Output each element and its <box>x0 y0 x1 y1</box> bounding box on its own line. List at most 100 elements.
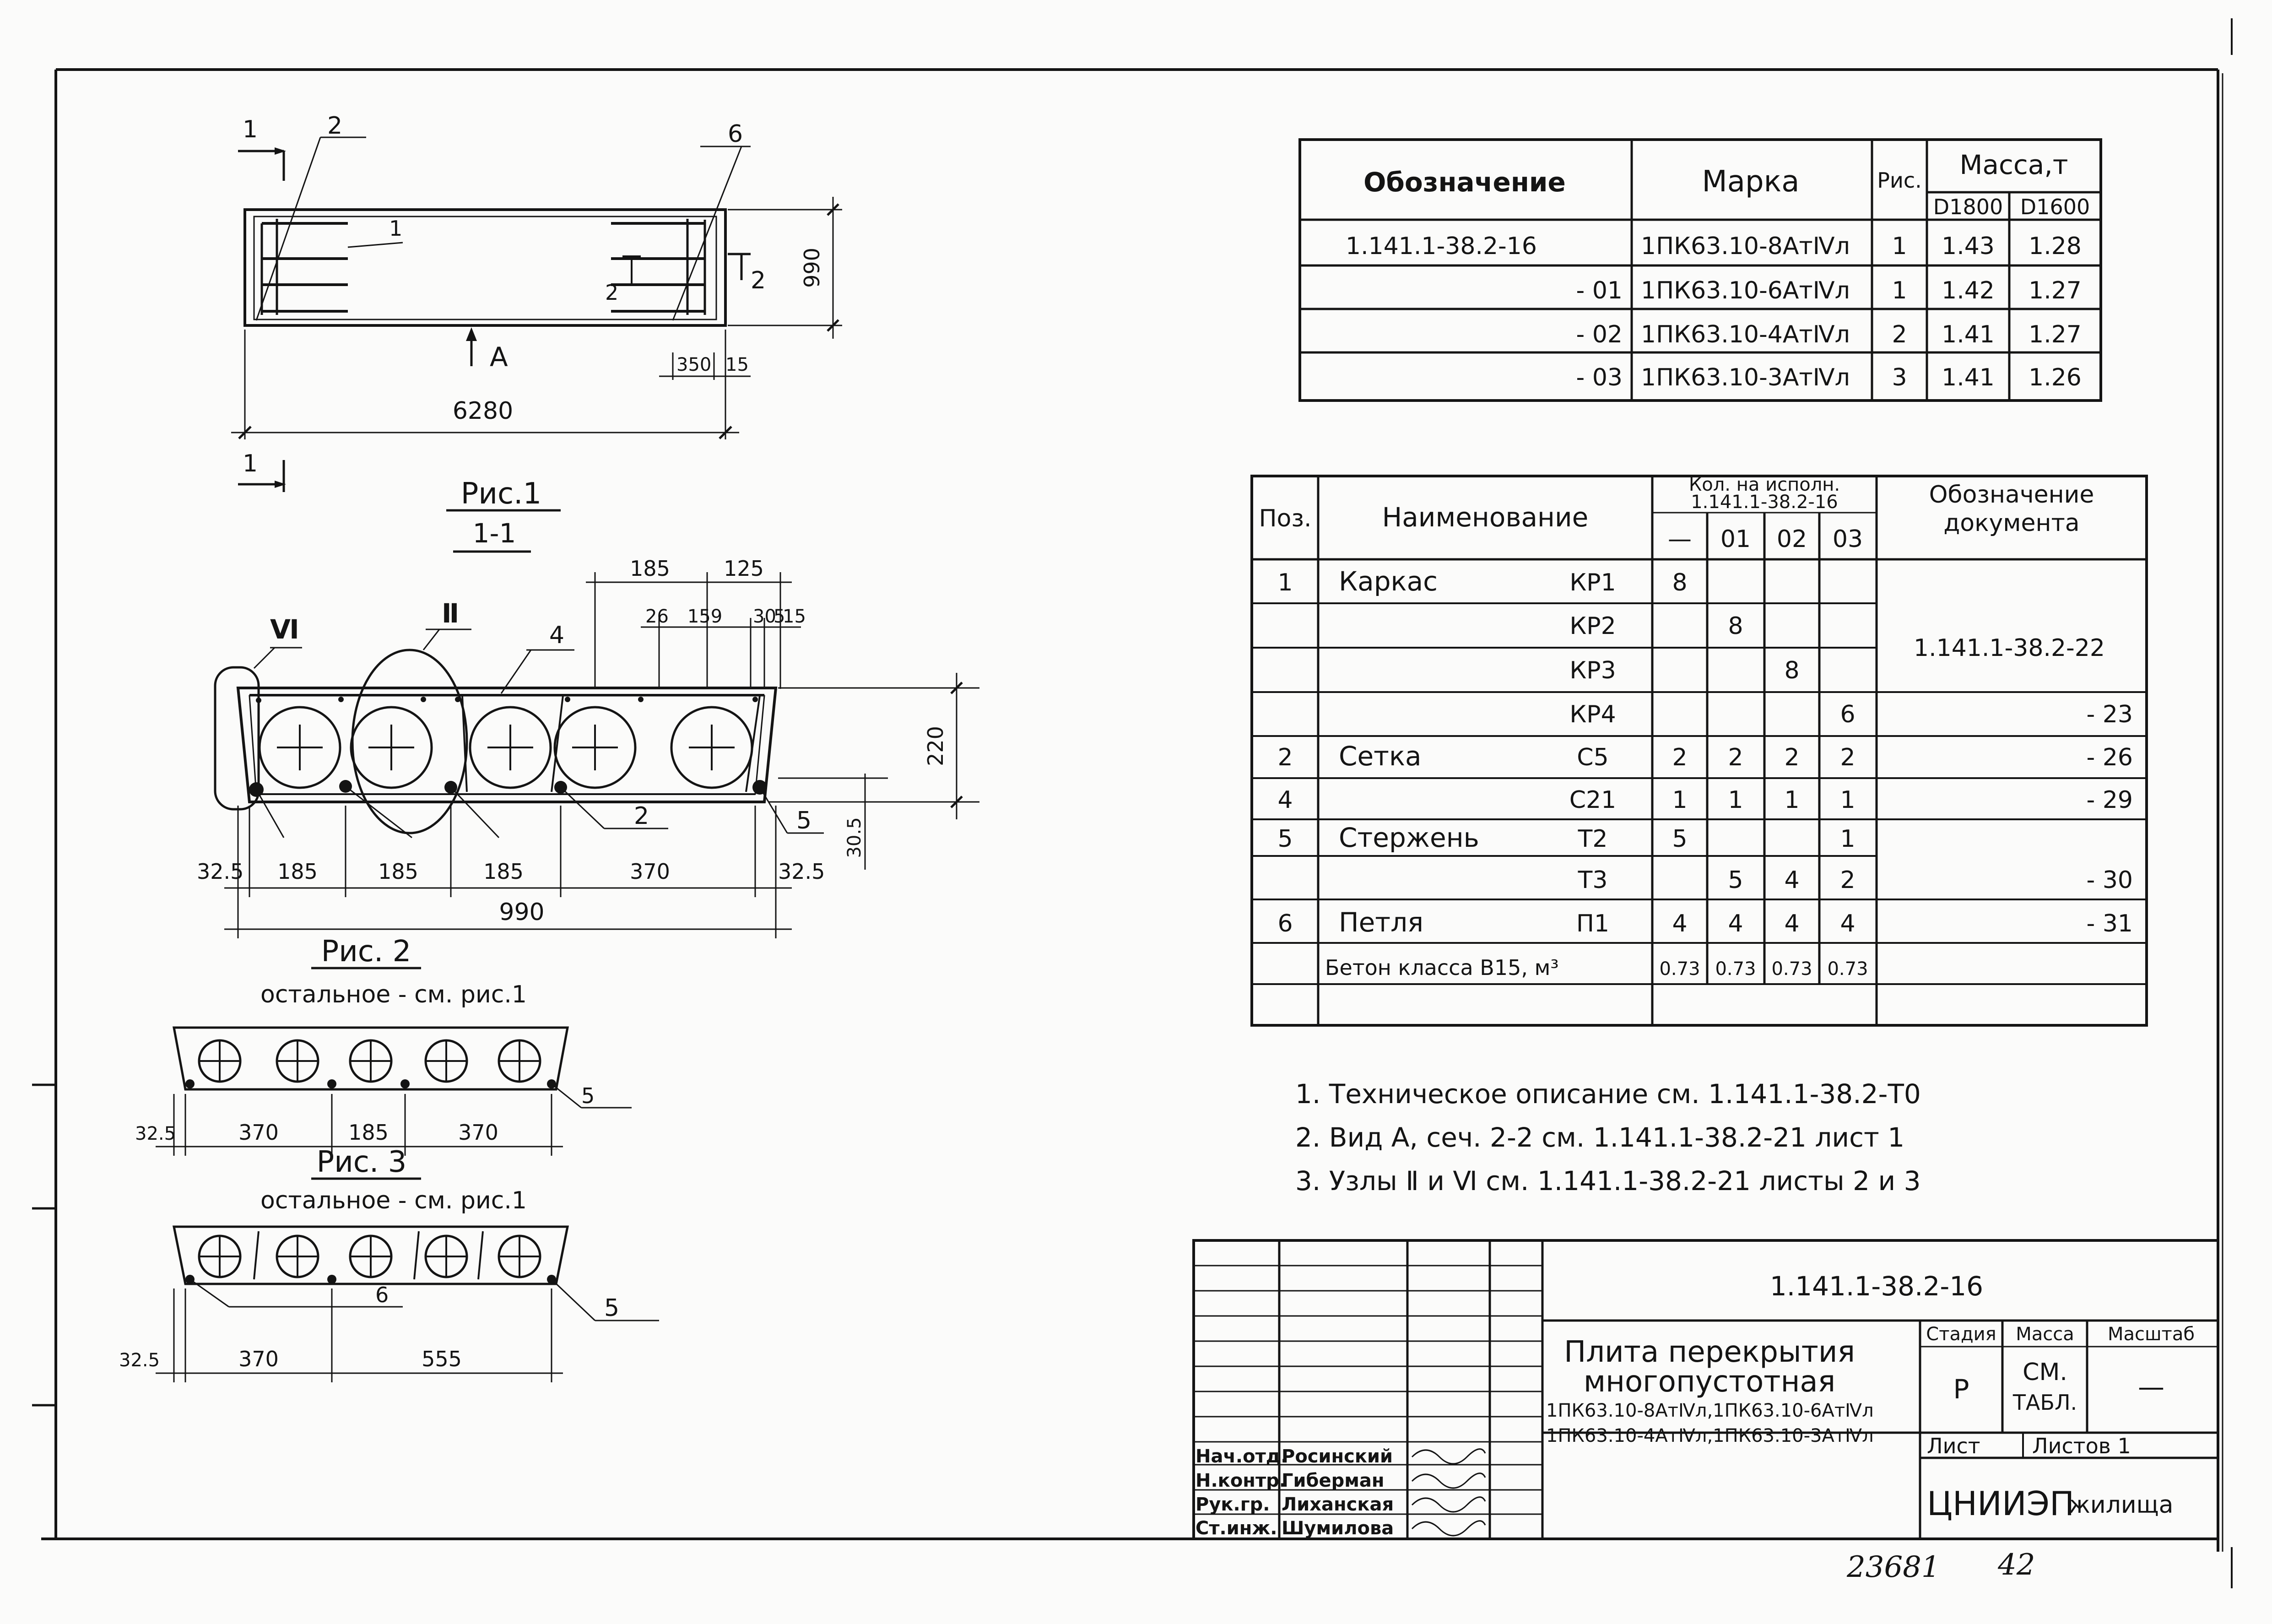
parts-head-doc: Обозначение документа <box>1929 481 2094 537</box>
parts-qty: 0.73 <box>1827 958 1868 980</box>
spec-head-d1800: D1800 <box>1933 195 2003 219</box>
parts-name: Стержень <box>1339 822 1479 853</box>
section-top-dim-1: 185 <box>630 556 670 581</box>
parts-variant-base: — <box>1668 525 1692 553</box>
spec-fig: 1 <box>1892 233 1907 260</box>
parts-head-qty-2: 1.141.1-38.2-16 <box>1691 492 1838 513</box>
stamp-number-2: 42 <box>1997 1548 2035 1582</box>
title-line-2: многопустотная <box>1584 1365 1835 1399</box>
spec-mark: 1ПК63.10-3АтⅣл <box>1641 364 1850 391</box>
section-top2-dim-4: 5 <box>774 606 785 627</box>
stamp-number: 23681 <box>1846 1550 1940 1584</box>
parts-name: Петля <box>1339 907 1423 938</box>
parts-qty: 4 <box>1672 910 1687 937</box>
spec-head-fig: Рис. <box>1877 168 1922 193</box>
spec-head-mark: Марка <box>1702 165 1800 199</box>
signature-mark <box>1411 1496 1486 1513</box>
section-total-width: 990 <box>499 899 544 926</box>
parts-pos: 6 <box>1277 910 1293 937</box>
parts-doc: - 30 <box>2087 866 2133 894</box>
spec-mass-d1600: 1.27 <box>2029 321 2082 348</box>
signer-name: Лиханская <box>1282 1494 1394 1515</box>
parts-head-pos: Поз. <box>1259 505 1311 532</box>
fig3-pos-6: 6 <box>375 1283 389 1307</box>
signer-role: Нач.отд. <box>1196 1446 1287 1467</box>
title-marks-1: 1ПК63.10-8АтⅣл,1ПК63.10-6АтⅣл <box>1546 1400 1874 1421</box>
parts-qty: 0.73 <box>1659 958 1700 980</box>
spec-mark: 1ПК63.10-8АтⅣл <box>1641 233 1850 260</box>
parts-qty: 4 <box>1728 910 1743 937</box>
signers: Нач.отд.РосинскийН.контр.ГиберманРук.гр.… <box>1196 1446 1486 1539</box>
signer-name: Шумилова <box>1282 1518 1394 1539</box>
fig2: Рис. 2 остальное - см. рис.1 5 32.5 370 … <box>135 935 632 1156</box>
parts-pos: 5 <box>1277 825 1293 853</box>
parts-item: П1 <box>1576 910 1609 937</box>
fig2-dim-3: 185 <box>348 1120 389 1145</box>
signature-mark <box>1411 1520 1486 1537</box>
note-3: 3. Узлы Ⅱ и Ⅵ см. 1.141.1-38.2-21 листы … <box>1295 1165 1920 1196</box>
note-2: 2. Вид А, сеч. 2-2 см. 1.141.1-38.2-21 л… <box>1295 1122 1904 1153</box>
signer-name: Росинский <box>1282 1446 1393 1467</box>
parts-item: С5 <box>1577 744 1608 771</box>
parts-variant-03: 03 <box>1833 525 1863 553</box>
title-stage-label: Стадия <box>1926 1324 1996 1345</box>
section-top2-dim-3: 30 <box>753 606 776 627</box>
fig1-section-label: 1-1 <box>473 518 516 549</box>
fig1-view-a: А <box>490 341 508 373</box>
section-node-ii: Ⅱ <box>442 598 459 629</box>
parts-item: С21 <box>1569 786 1616 814</box>
parts-head-qty-1: Кол. на исполн. <box>1689 474 1840 495</box>
fig1-caption: Рис.1 <box>461 477 541 511</box>
title-marks-2: 1ПК63.10-4АтⅣл,1ПК63.10-3АтⅣл <box>1546 1425 1874 1446</box>
title-scale-label: Масштаб <box>2108 1324 2195 1345</box>
parts-qty: 4 <box>1784 910 1799 937</box>
fig3-caption: Рис. 3 <box>317 1145 407 1179</box>
fig2-pos-5: 5 <box>581 1083 595 1108</box>
parts-table: Поз. Наименование Кол. на исполн. 1.141.… <box>1250 474 2148 1027</box>
title-mass-1: СМ. <box>2023 1359 2067 1386</box>
spec-mass-d1600: 1.26 <box>2029 364 2082 391</box>
spec-designation: - 01 <box>1576 277 1623 304</box>
fig1-length: 6280 <box>453 397 513 425</box>
section-bottom-dim-1: 32.5 <box>197 859 243 884</box>
section-height: 220 <box>923 726 948 766</box>
parts-qty: 2 <box>1840 866 1855 894</box>
fig2-note: остальное - см. рис.1 <box>260 981 527 1008</box>
section-top2-dim-1: 26 <box>645 606 669 627</box>
title-code: 1.141.1-38.2-16 <box>1770 1271 1983 1302</box>
title-line-1: Плита перекрытия <box>1564 1335 1855 1369</box>
signer-role: Рук.гр. <box>1196 1494 1270 1515</box>
section-height-2: 30.5 <box>844 817 865 858</box>
notes: 1. Техническое описание см. 1.141.1-38.2… <box>1295 1078 1921 1196</box>
parts-qty: 1 <box>1728 786 1743 814</box>
spec-head-mass: Масса,т <box>1959 149 2068 180</box>
fig1-dim-350: 350 <box>676 354 711 375</box>
parts-pos: 2 <box>1277 744 1293 771</box>
section-top2-dim-2: 159 <box>687 606 722 627</box>
spec-head-d1600: D1600 <box>2020 195 2090 219</box>
parts-doc: - 23 <box>2087 701 2133 728</box>
parts-qty: 2 <box>1672 744 1687 771</box>
spec-table: Обозначение Марка Рис. Масса,т D1800 D16… <box>1298 138 2102 402</box>
signer-name: Гиберман <box>1282 1470 1385 1491</box>
fig1-pos-1: 1 <box>389 216 402 241</box>
fig3-dim-2: 370 <box>238 1347 279 1371</box>
parts-qty: 6 <box>1840 701 1855 728</box>
spec-mass-d1800: 1.41 <box>1942 364 1995 391</box>
parts-variant-02: 02 <box>1777 525 1807 553</box>
spec-mass-d1600: 1.28 <box>2029 233 2082 260</box>
parts-qty: 8 <box>1672 569 1687 596</box>
section-pos-4: 4 <box>549 622 564 649</box>
fig3-dim-1: 32.5 <box>119 1350 160 1371</box>
signer-role: Ст.инж. <box>1196 1518 1277 1539</box>
fig1-dim-15: 15 <box>725 354 749 375</box>
section-bottom-dim-2: 185 <box>277 859 318 884</box>
fig1-pos-2: 2 <box>327 112 342 140</box>
title-block: 1.141.1-38.2-16 Плита перекрытия многопу… <box>1192 1239 2219 1540</box>
parts-name: Бетон класса В15, м³ <box>1325 955 1559 980</box>
fig3: Рис. 3 остальное - см. рис.1 6 5 3 <box>119 1145 659 1382</box>
parts-name: Сетка <box>1339 741 1422 772</box>
spec-designation: - 03 <box>1576 364 1623 391</box>
